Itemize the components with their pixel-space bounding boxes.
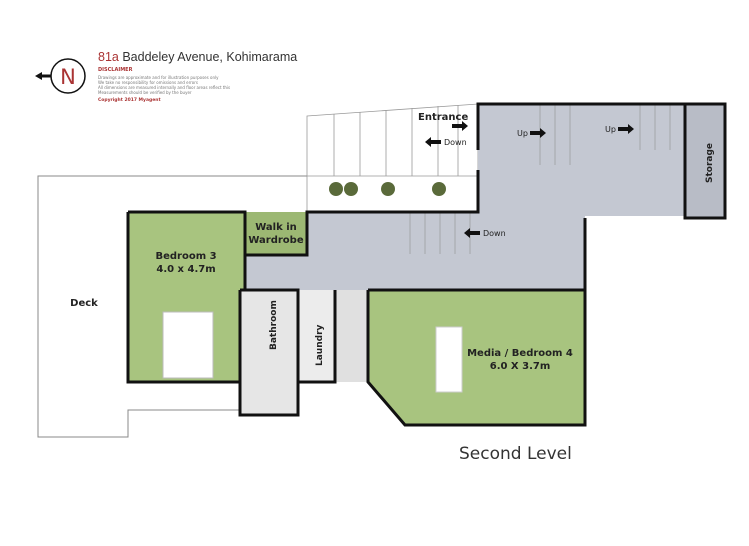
bathroom-label: Bathroom (269, 300, 279, 350)
arrow-right-icon (530, 128, 546, 138)
media-room-name: Media / Bedroom 4 (467, 348, 573, 359)
arrow-right-icon (618, 124, 634, 134)
sofa (435, 326, 463, 393)
laundry-label: Laundry (315, 324, 325, 366)
up-label: Up (605, 125, 616, 134)
deck-label: Deck (70, 298, 98, 309)
storage-label: Storage (705, 143, 715, 183)
svg-text:N: N (60, 65, 76, 89)
laundry (298, 290, 335, 382)
walls (126, 102, 727, 427)
bathroom (240, 290, 298, 415)
deck-outline (37, 175, 307, 438)
walk-in-label: Walk in (255, 222, 297, 233)
storage-room (685, 104, 725, 218)
walk-in-wardrobe (245, 212, 307, 255)
plants (329, 182, 446, 196)
arrow-left-icon (464, 228, 480, 238)
plan-header: 81a Baddeley Avenue, Kohimarama DISCLAIM… (98, 50, 297, 103)
bedroom-3-name: Bedroom 3 (155, 251, 216, 262)
media-bedroom-4 (368, 290, 585, 425)
arrow-left-icon (425, 137, 441, 147)
level-label: Second Level (459, 444, 572, 464)
north-arrow-icon: N (35, 58, 86, 94)
down-label: Down (444, 138, 467, 147)
bed (162, 311, 214, 379)
wardrobe-label: Wardrobe (248, 235, 303, 246)
arrow-right-icon (452, 121, 468, 131)
disclaimer-title: DISCLAIMER (98, 67, 133, 73)
copyright: Copyright 2017 Myagent (98, 98, 161, 103)
closet (335, 290, 368, 382)
hallway (245, 104, 685, 290)
down-label: Down (483, 229, 506, 238)
bedroom-3-size: 4.0 x 4.7m (156, 264, 215, 275)
media-room-size: 6.0 X 3.7m (490, 361, 551, 372)
up-label: Up (517, 129, 528, 138)
entrance-label: Entrance (418, 112, 468, 123)
address-title: 81a Baddeley Avenue, Kohimarama (98, 50, 298, 64)
disclaimer-text: Drawings are approximate and for illustr… (98, 75, 231, 95)
